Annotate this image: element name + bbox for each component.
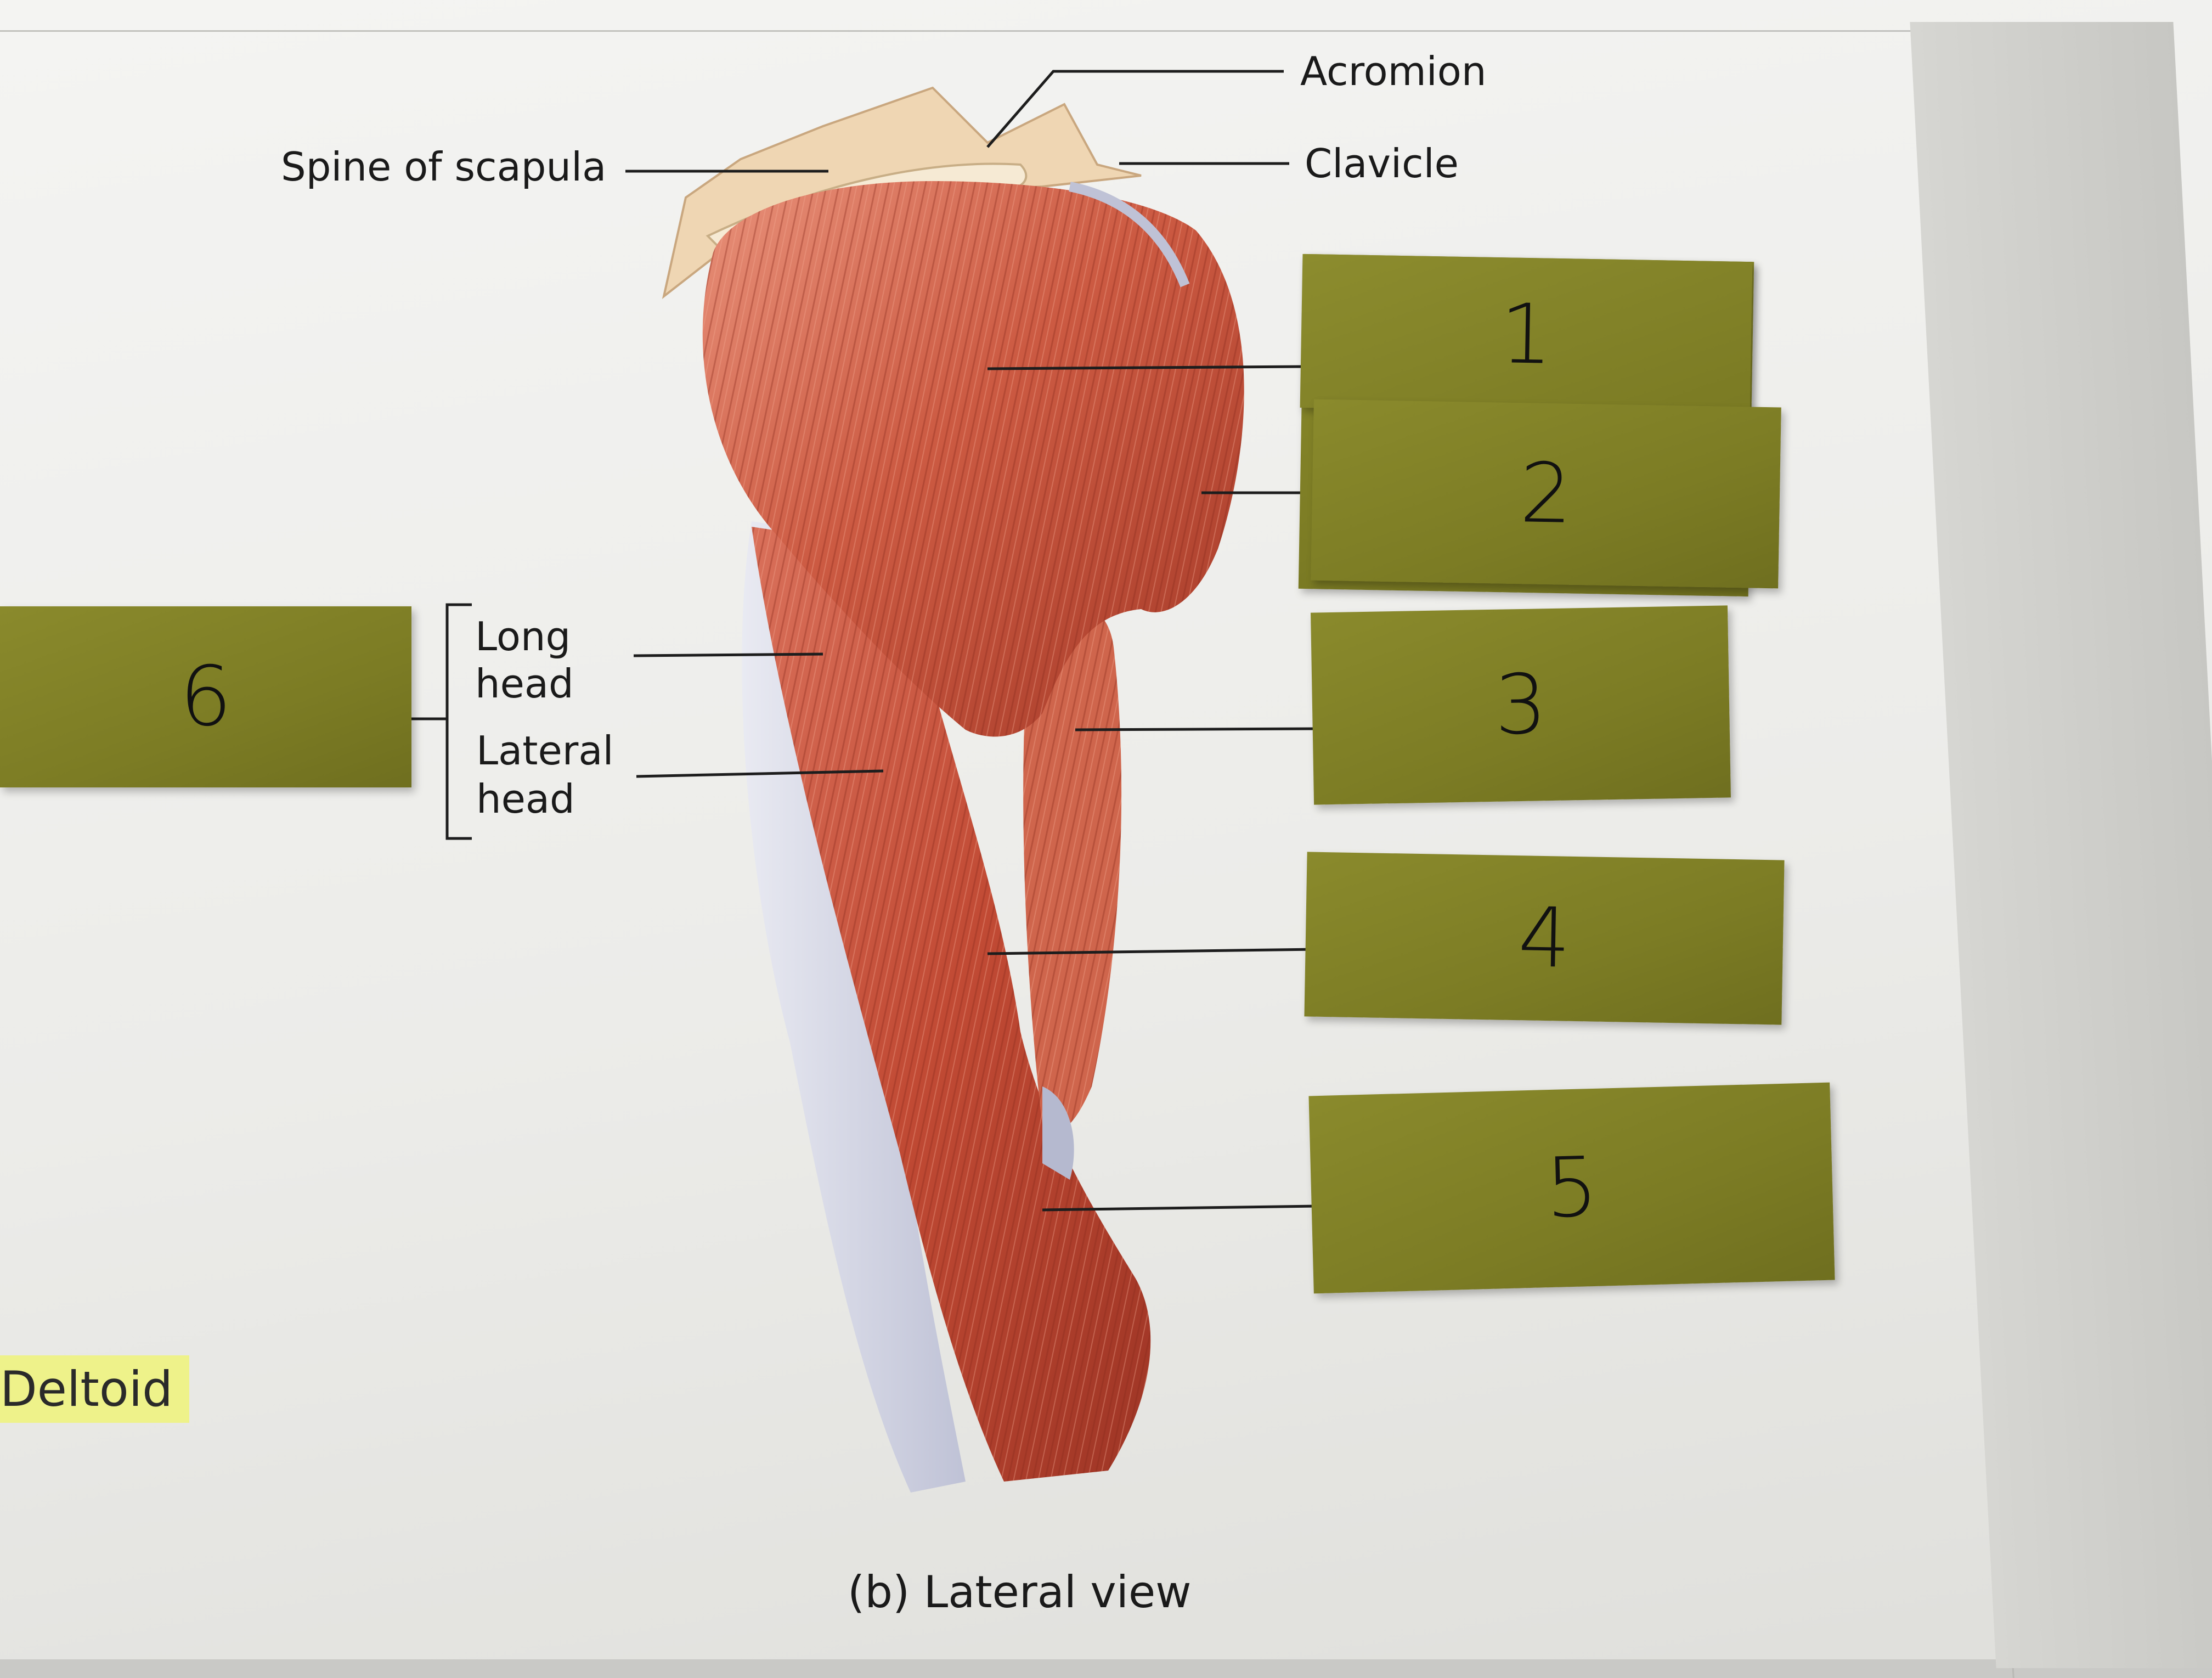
sticky-note-4: 4 — [1304, 852, 1785, 1025]
sticky-note-1: 1 — [1300, 254, 1753, 416]
sticky-note-3-number: 3 — [1493, 657, 1548, 753]
sticky-note-2: 2 — [1311, 399, 1781, 589]
spine-of-scapula-label: Spine of scapula — [281, 144, 607, 190]
sticky-note-5-number: 5 — [1544, 1139, 1599, 1237]
long-head-label-line2: head — [475, 661, 574, 707]
highlighted-term: Deltoid — [0, 1355, 190, 1423]
deltoid-muscle — [702, 181, 1244, 737]
sticky-note-6: 6 — [0, 606, 411, 787]
acromion-label: Acromion — [1300, 48, 1487, 94]
leader-lines — [411, 70, 1317, 1212]
sticky-note-1-number: 1 — [1499, 286, 1554, 383]
sticky-note-2-number: 2 — [1519, 446, 1573, 542]
long-head-label-line1: Long — [475, 613, 571, 660]
caption-label: (b) Lateral view — [848, 1567, 1192, 1618]
lateral-head-label-line1: Lateral — [476, 728, 614, 774]
clavicle-label: Clavicle — [1305, 140, 1459, 187]
sticky-note-4-number: 4 — [1517, 890, 1572, 987]
sticky-note-5: 5 — [1308, 1082, 1835, 1294]
upper-arm-muscles — [742, 521, 1151, 1493]
lateral-head-label-line2: head — [476, 776, 575, 822]
sticky-note-3: 3 — [1311, 605, 1731, 805]
sticky-note-6-number: 6 — [179, 649, 232, 745]
